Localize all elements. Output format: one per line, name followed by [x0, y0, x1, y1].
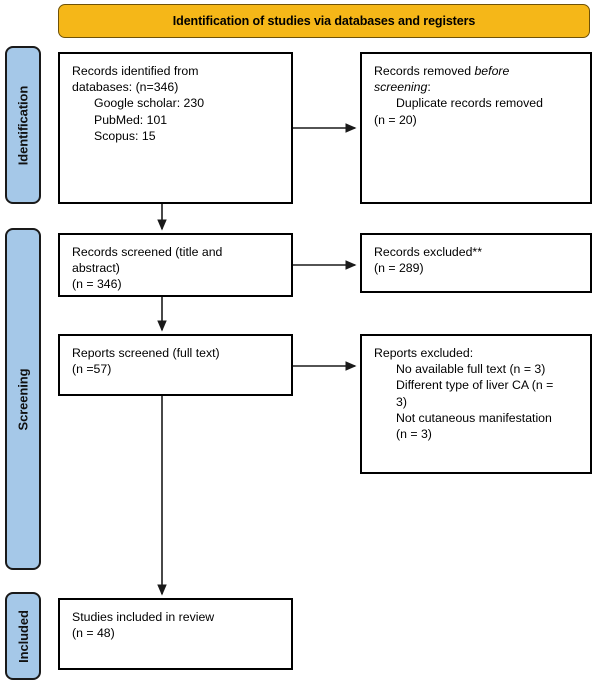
records-screened-count: (n = 346) — [72, 277, 122, 292]
reports-excluded-reason-count: (n = 3) — [396, 427, 432, 442]
phase-tab-identification: Identification — [5, 46, 41, 204]
phase-tab-identification-label: Identification — [15, 85, 31, 165]
box-records-removed: Records removed before screening: Duplic… — [360, 52, 592, 204]
records-removed-detail: Duplicate records removed — [396, 96, 543, 111]
records-removed-line2: screening: — [374, 79, 580, 95]
records-removed-line1-pre: Records removed — [374, 64, 475, 78]
header-banner-title: Identification of studies via databases … — [172, 14, 476, 28]
box-studies-included: Studies included in review (n = 48) — [58, 598, 293, 670]
records-removed-count: (n = 20) — [374, 112, 417, 127]
records-removed-line1: Records removed before — [374, 63, 580, 79]
box-records-screened: Records screened (title and abstract) (n… — [58, 233, 293, 297]
studies-included-line1: Studies included in review — [72, 610, 215, 624]
records-screened-line1: Records screened (title and — [72, 245, 223, 259]
box-records-excluded: Records excluded** (n = 289) — [360, 233, 592, 293]
reports-excluded-reason: No available full text (n = 3) — [396, 362, 546, 377]
phase-tab-included: Included — [5, 592, 41, 680]
phase-tab-screening-label: Screening — [15, 368, 31, 430]
box-reports-excluded: Reports excluded: No available full text… — [360, 334, 592, 474]
box-records-identified: Records identified from databases: (n=34… — [58, 52, 293, 204]
records-removed-line1-italic: before — [474, 64, 510, 78]
box-reports-screened: Reports screened (full text) (n =57) — [58, 334, 293, 396]
phase-tab-screening: Screening — [5, 228, 41, 570]
reports-excluded-reason: Different type of liver CA (n = — [396, 378, 554, 393]
records-identified-sources: Google scholar: 230 PubMed: 101 Scopus: … — [72, 95, 281, 144]
source-item: Google scholar: 230 — [94, 96, 205, 111]
header-banner: Identification of studies via databases … — [58, 4, 590, 38]
records-excluded-count: (n = 289) — [374, 261, 424, 276]
records-removed-line2-post: : — [427, 80, 431, 95]
records-identified-line2: databases: (n=346) — [72, 80, 179, 95]
records-excluded-line1: Records excluded** — [374, 245, 483, 259]
reports-screened-line1: Reports screened (full text) — [72, 346, 220, 360]
reports-excluded-reason-wrap: 3) — [396, 394, 407, 409]
studies-included-count: (n = 48) — [72, 626, 115, 641]
records-screened-line2: abstract) — [72, 261, 120, 276]
source-item: Scopus: 15 — [94, 128, 156, 143]
phase-tab-included-label: Included — [15, 609, 31, 663]
records-removed-line2-italic: screening — [374, 80, 428, 95]
reports-screened-count: (n =57) — [72, 362, 112, 377]
reports-excluded-line1: Reports excluded: — [374, 346, 474, 360]
source-item: PubMed: 101 — [94, 112, 168, 127]
records-identified-line1: Records identified from — [72, 64, 199, 78]
reports-excluded-reason: Not cutaneous manifestation — [396, 410, 552, 425]
